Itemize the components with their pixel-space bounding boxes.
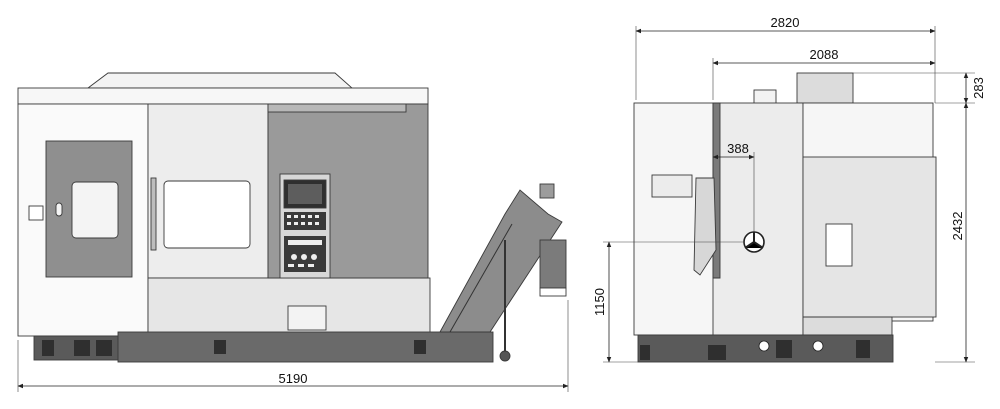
side-window-block [651, 174, 693, 198]
control-screen-inner [288, 184, 322, 204]
dim-overall-height: 2432 [950, 212, 965, 241]
front-feet [42, 340, 426, 356]
conveyor-motor [539, 183, 555, 199]
front-roof [86, 72, 354, 89]
conveyor-box [539, 239, 567, 289]
side-right-window [825, 223, 853, 267]
front-door-handle [150, 177, 157, 251]
dim-spindle-offset: 388 [727, 141, 749, 156]
dimension-lines [17, 26, 975, 392]
side-base-ports [758, 340, 824, 352]
control-keypad [284, 212, 326, 230]
side-right-panel [802, 156, 937, 318]
front-left-window [71, 181, 119, 239]
conveyor-wheel [499, 350, 511, 362]
front-base-main [117, 331, 494, 363]
front-access-hatch [287, 305, 327, 331]
front-left-sticker [28, 205, 44, 221]
side-lower-step [802, 316, 893, 336]
dim-spindle-height: 1150 [592, 288, 607, 316]
conveyor-frame [449, 223, 513, 333]
side-mid-body [712, 102, 804, 336]
control-buttons [287, 215, 322, 267]
side-pendant [693, 177, 717, 276]
spindle-jaws [744, 232, 764, 249]
front-top-rail [17, 87, 429, 105]
dim-side-total-width: 2820 [771, 15, 800, 30]
dim-top-cover-height: 283 [971, 77, 986, 99]
conveyor-box-stripe [539, 287, 567, 297]
dim-side-body-width: 2088 [810, 47, 839, 62]
side-view [633, 72, 937, 363]
front-view [17, 72, 567, 363]
dim-front-length: 5190 [279, 371, 308, 386]
front-main-window [163, 180, 251, 249]
front-left-handle [55, 202, 63, 217]
side-top-cover [796, 72, 854, 104]
side-top-cap [753, 89, 777, 105]
front-right-panel-top [267, 103, 407, 113]
side-base-details [640, 340, 870, 360]
